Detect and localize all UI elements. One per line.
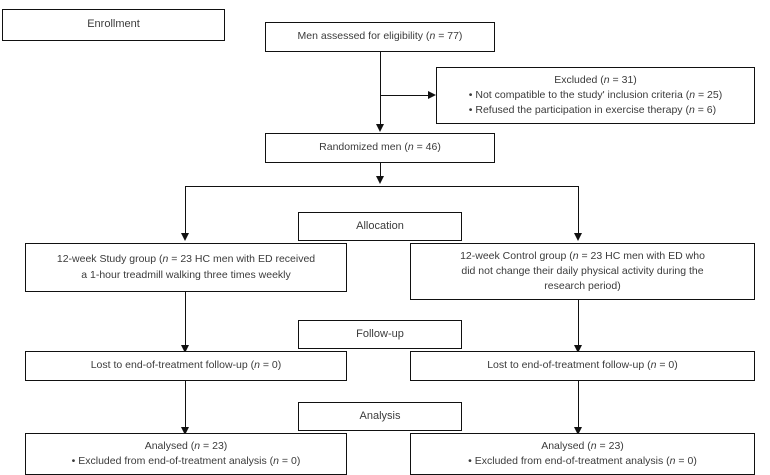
node-control-group-line-1: 12-week Control group (n = 23 HC men wit… — [460, 249, 705, 262]
connector-allocation-left-drop — [185, 186, 186, 233]
node-analysed-left: Analysed (n = 23) • Excluded from end-of… — [25, 433, 347, 475]
node-lost-to-followup-left: Lost to end-of-treatment follow-up (n = … — [25, 351, 347, 381]
arrowhead-to-control-group — [573, 233, 582, 241]
node-lost-to-followup-left-text: Lost to end-of-treatment follow-up (n = … — [90, 359, 282, 372]
connector-lost-to-analysis-left — [185, 381, 186, 427]
node-study-group-line-2: a 1-hour treadmill walking three times w… — [81, 268, 291, 281]
stage-label-analysis: Analysis — [298, 402, 462, 431]
stage-label-follow-up: Follow-up — [298, 320, 462, 349]
node-excluded-content: Excluded (n = 31) • Not compatible to th… — [437, 73, 754, 119]
stage-label-enrollment-text: Enrollment — [87, 18, 140, 31]
stage-label-allocation: Allocation — [298, 212, 462, 241]
node-analysed-left-line-1: Analysed (n = 23) — [144, 439, 228, 452]
connector-to-excluded — [380, 95, 428, 96]
stage-label-follow-up-text: Follow-up — [356, 327, 404, 340]
connector-allocation-split-bar — [185, 186, 578, 187]
node-control-group: 12-week Control group (n = 23 HC men wit… — [410, 243, 755, 300]
node-analysed-left-line-2: • Excluded from end-of-treatment analysi… — [71, 455, 301, 467]
node-control-group-line-3: research period) — [544, 280, 621, 293]
node-control-group-line-2: did not change their daily physical acti… — [461, 264, 704, 277]
node-lost-to-followup-right-text: Lost to end-of-treatment follow-up (n = … — [487, 359, 678, 372]
arrowhead-to-randomized — [375, 124, 384, 132]
connector-randomized-stem — [380, 163, 381, 178]
connector-control-to-lost — [578, 300, 579, 345]
node-assessed-for-eligibility-text: Men assessed for eligibility (n = 77) — [297, 30, 463, 43]
node-analysed-left-content: Analysed (n = 23) • Excluded from end-of… — [26, 439, 346, 469]
stage-label-allocation-text: Allocation — [356, 219, 404, 232]
node-study-group: 12-week Study group (n = 23 HC men with … — [25, 243, 347, 292]
stage-label-analysis-text: Analysis — [359, 409, 401, 422]
arrowhead-study-to-lost — [180, 345, 189, 353]
arrowhead-lost-to-analysis-left — [180, 427, 189, 435]
node-excluded-reason-1: • Not compatible to the study' inclusion… — [468, 88, 723, 101]
arrowhead-randomized-stem — [375, 176, 384, 184]
node-excluded-title: Excluded (n = 31) — [554, 73, 637, 86]
stage-label-enrollment: Enrollment — [2, 9, 225, 41]
node-lost-to-followup-right: Lost to end-of-treatment follow-up (n = … — [410, 351, 755, 381]
node-analysed-right-line-2: • Excluded from end-of-treatment analysi… — [468, 455, 697, 467]
connector-assessed-to-randomized — [380, 52, 381, 124]
arrowhead-to-excluded — [428, 90, 436, 99]
node-excluded-reasons: • Not compatible to the study' inclusion… — [469, 88, 722, 118]
node-analysed-right: Analysed (n = 23) • Excluded from end-of… — [410, 433, 755, 475]
node-randomized: Randomized men (n = 46) — [265, 133, 495, 163]
node-study-group-line-1: 12-week Study group (n = 23 HC men with … — [56, 253, 316, 266]
connector-study-to-lost — [185, 292, 186, 345]
connector-lost-to-analysis-right — [578, 381, 579, 427]
arrowhead-lost-to-analysis-right — [573, 427, 582, 435]
node-excluded: Excluded (n = 31) • Not compatible to th… — [436, 67, 755, 124]
node-excluded-reason-2: • Refused the participation in exercise … — [468, 104, 717, 117]
node-control-group-content: 12-week Control group (n = 23 HC men wit… — [411, 249, 754, 295]
node-randomized-text: Randomized men (n = 46) — [319, 141, 441, 154]
node-analysed-right-content: Analysed (n = 23) • Excluded from end-of… — [411, 439, 754, 469]
arrowhead-control-to-lost — [573, 345, 582, 353]
node-assessed-for-eligibility: Men assessed for eligibility (n = 77) — [265, 22, 495, 52]
connector-allocation-right-drop — [578, 186, 579, 233]
node-study-group-content: 12-week Study group (n = 23 HC men with … — [26, 252, 346, 282]
node-analysed-right-line-1: Analysed (n = 23) — [541, 439, 624, 452]
arrowhead-to-study-group — [180, 233, 189, 241]
